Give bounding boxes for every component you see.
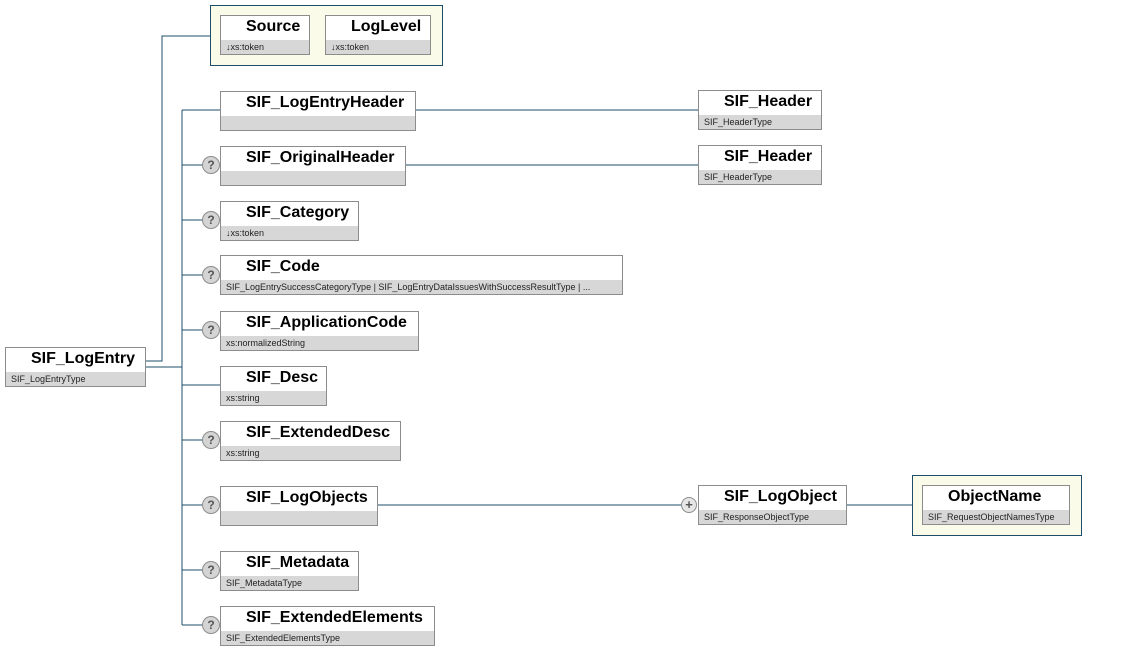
element-sif-metadata[interactable]: SIF_Metadata SIF_MetadataType	[220, 551, 359, 591]
element-name: SIF_ExtendedElements	[221, 607, 434, 629]
child-sif-logobject[interactable]: SIF_LogObject SIF_ResponseObjectType	[698, 485, 847, 525]
child-name: SIF_Header	[699, 146, 821, 168]
child-name: SIF_LogObject	[699, 486, 846, 508]
element-sif-applicationcode[interactable]: SIF_ApplicationCode xs:normalizedString	[220, 311, 419, 351]
element-type: SIF_LogEntrySuccessCategoryType | SIF_Lo…	[221, 280, 622, 294]
child-type: SIF_HeaderType	[699, 115, 821, 129]
question-icon: ?	[202, 211, 220, 229]
question-icon: ?	[202, 431, 220, 449]
question-icon: ?	[202, 321, 220, 339]
plus-icon[interactable]: +	[681, 497, 697, 513]
element-type: SIF_ExtendedElementsType	[221, 631, 434, 645]
attribute-type: ↓xs:token	[326, 40, 430, 54]
element-sif-logentryheader[interactable]: SIF_LogEntryHeader	[220, 91, 416, 131]
question-icon: ?	[202, 616, 220, 634]
element-name: SIF_Code	[221, 256, 622, 278]
element-sif-logobjects[interactable]: SIF_LogObjects	[220, 486, 378, 526]
element-sif-category[interactable]: SIF_Category ↓xs:token	[220, 201, 359, 241]
root-element[interactable]: SIF_LogEntry SIF_LogEntryType	[5, 347, 146, 387]
element-name: SIF_LogObjects	[221, 487, 377, 509]
root-type: SIF_LogEntryType	[6, 372, 145, 386]
element-name: SIF_ApplicationCode	[221, 312, 418, 334]
attribute-name: Source	[221, 16, 309, 38]
attribute-name: LogLevel	[326, 16, 430, 38]
root-name: SIF_LogEntry	[6, 348, 145, 370]
element-type: ↓xs:token	[221, 226, 358, 240]
element-name: SIF_Category	[221, 202, 358, 224]
element-type	[221, 116, 415, 130]
attribute-loglevel[interactable]: @ LogLevel ↓xs:token	[325, 15, 431, 55]
question-icon: ?	[202, 496, 220, 514]
element-sif-extendedelements[interactable]: SIF_ExtendedElements SIF_ExtendedElement…	[220, 606, 435, 646]
child-type: SIF_ResponseObjectType	[699, 510, 846, 524]
element-name: SIF_OriginalHeader	[221, 147, 405, 169]
child-sif-header-1[interactable]: SIF_Header SIF_HeaderType	[698, 90, 822, 130]
question-icon: ?	[202, 156, 220, 174]
element-type	[221, 511, 377, 525]
child-name: SIF_Header	[699, 91, 821, 113]
element-type: SIF_MetadataType	[221, 576, 358, 590]
element-type	[221, 171, 405, 185]
question-icon: ?	[202, 266, 220, 284]
attribute-objectname[interactable]: @ ObjectName SIF_RequestObjectNamesType	[922, 485, 1070, 525]
element-sif-code[interactable]: SIF_Code SIF_LogEntrySuccessCategoryType…	[220, 255, 623, 295]
element-name: SIF_LogEntryHeader	[221, 92, 415, 114]
element-name: SIF_Metadata	[221, 552, 358, 574]
attribute-name: ObjectName	[923, 486, 1069, 508]
child-type: SIF_HeaderType	[699, 170, 821, 184]
element-sif-extendeddesc[interactable]: SIF_ExtendedDesc xs:string	[220, 421, 401, 461]
attribute-type: ↓xs:token	[221, 40, 309, 54]
attribute-type: SIF_RequestObjectNamesType	[923, 510, 1069, 524]
element-name: SIF_Desc	[221, 367, 326, 389]
element-type: xs:normalizedString	[221, 336, 418, 350]
element-name: SIF_ExtendedDesc	[221, 422, 400, 444]
element-sif-originalheader[interactable]: SIF_OriginalHeader	[220, 146, 406, 186]
element-type: xs:string	[221, 446, 400, 460]
child-sif-header-2[interactable]: SIF_Header SIF_HeaderType	[698, 145, 822, 185]
attribute-source[interactable]: @ Source ↓xs:token	[220, 15, 310, 55]
question-icon: ?	[202, 561, 220, 579]
element-type: xs:string	[221, 391, 326, 405]
element-sif-desc[interactable]: SIF_Desc xs:string	[220, 366, 327, 406]
